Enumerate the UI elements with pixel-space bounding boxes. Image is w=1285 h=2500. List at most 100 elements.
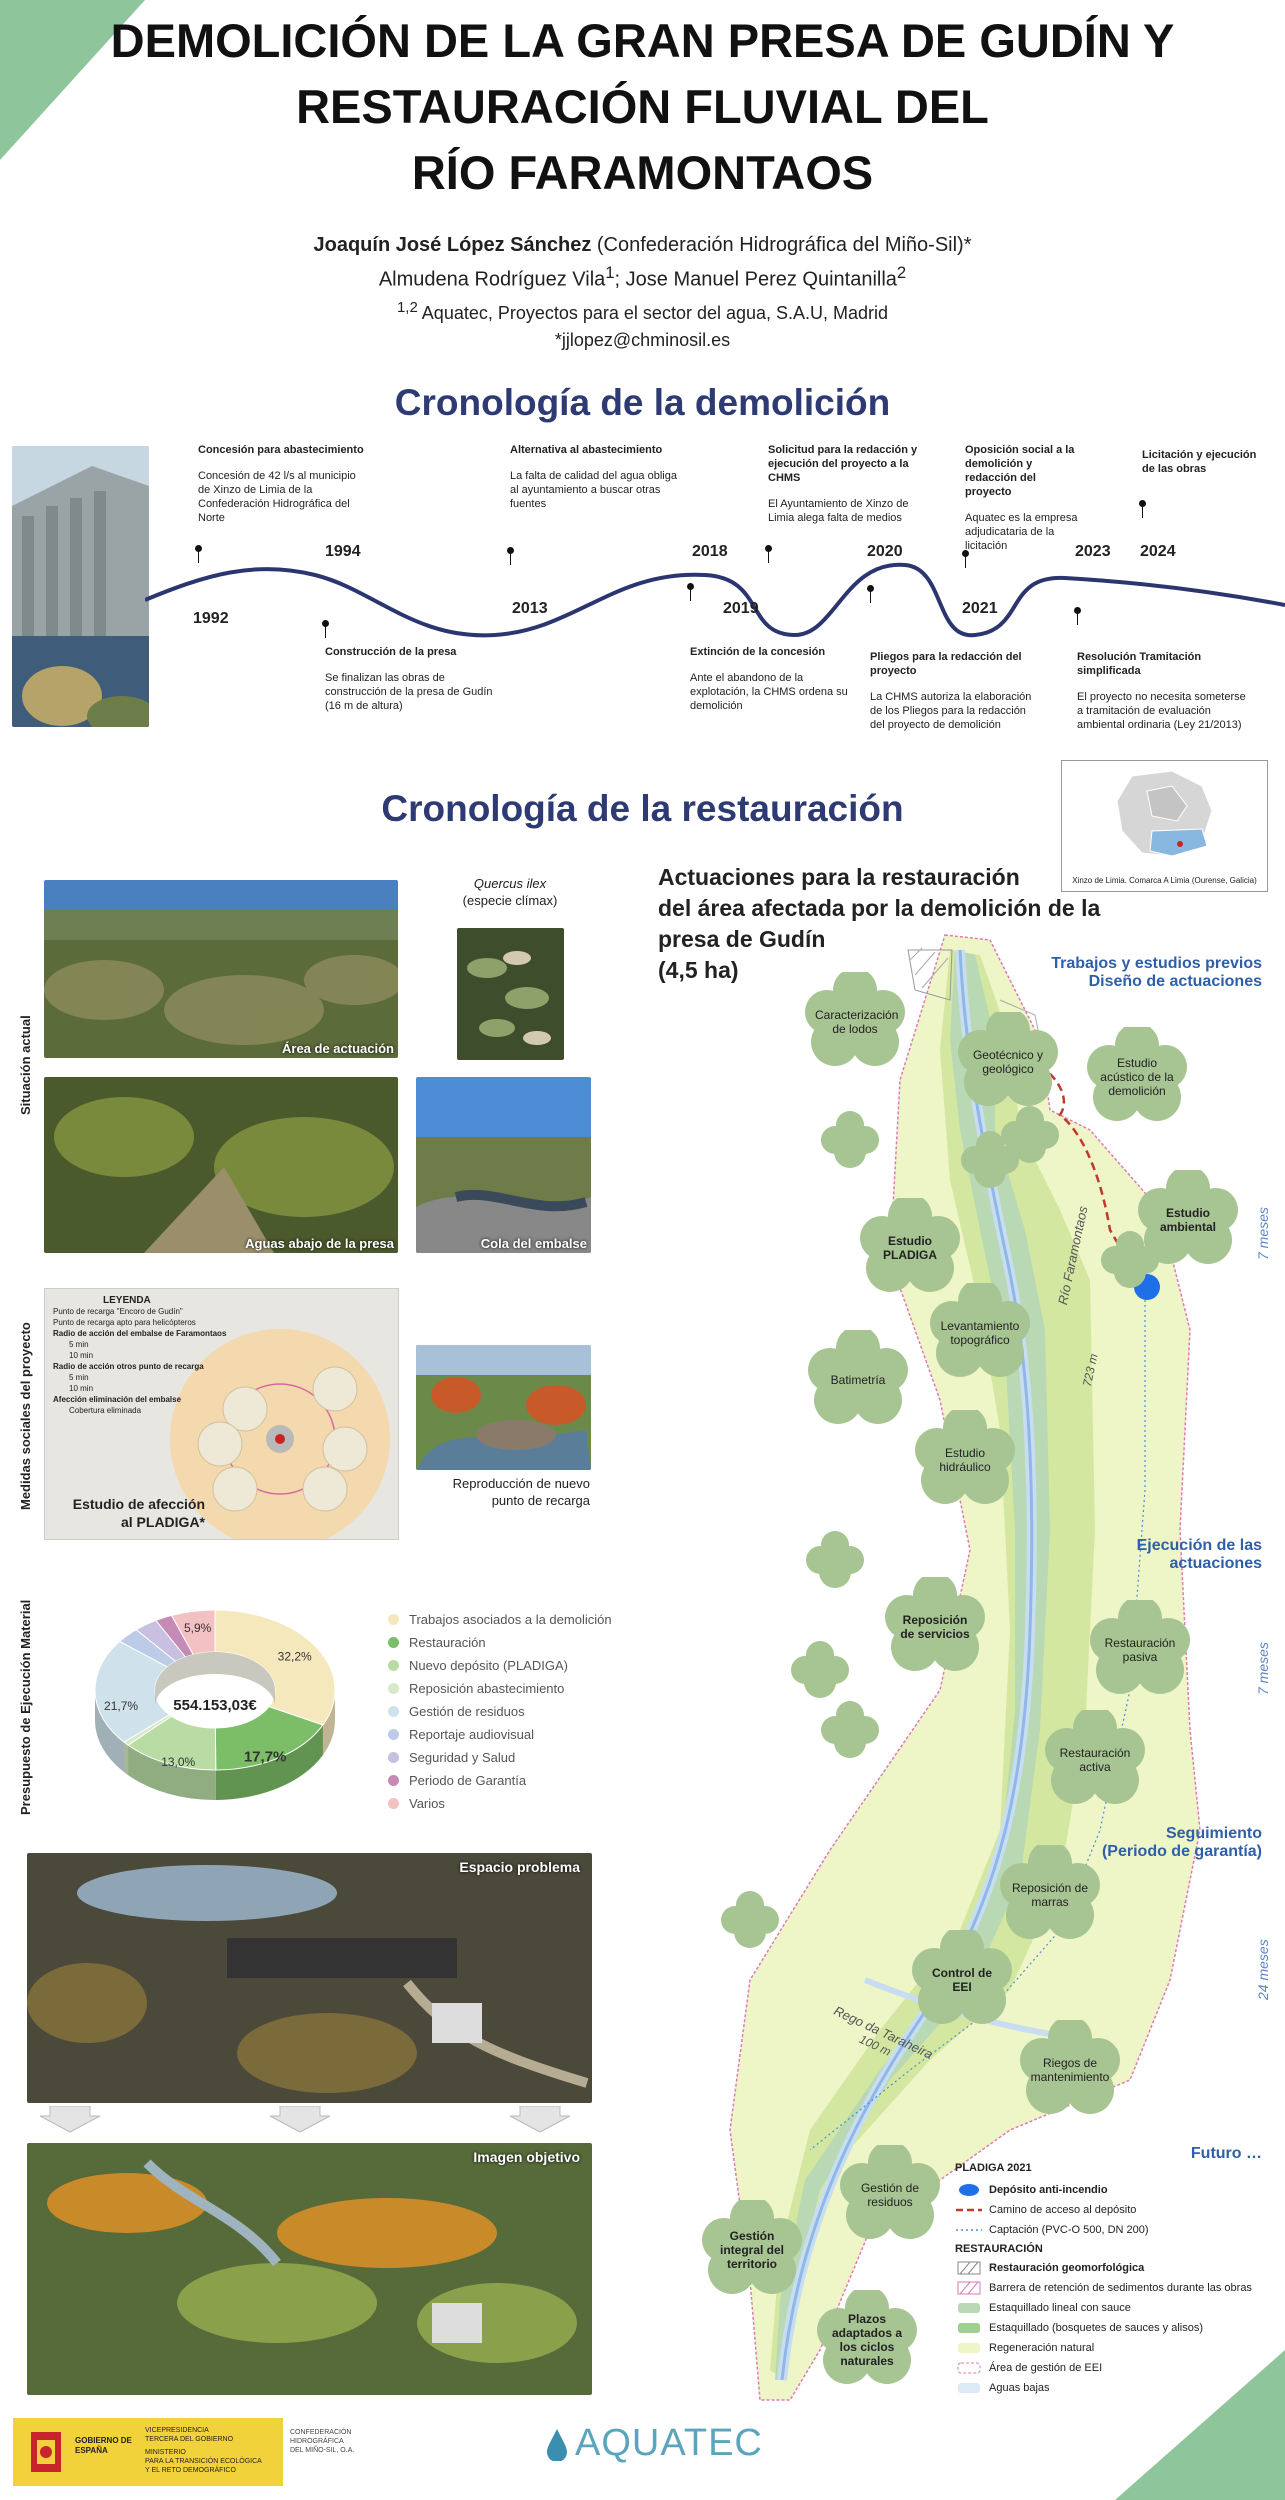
author2-name: Almudena Rodríguez Vila xyxy=(378,268,606,291)
donut-slice-label: 17,7% xyxy=(244,1748,287,1765)
donut-slice-side xyxy=(322,1690,335,1755)
timeline-event: Licitación y ejecución de las obras xyxy=(1142,448,1262,476)
stage-seguimiento-line2: (Periodo de garantía) xyxy=(1101,1843,1262,1860)
tree-cluster-icon xyxy=(821,1111,879,1168)
legend-eei-label: Área de gestión de EEI xyxy=(989,2362,1103,2374)
action-bubble-label: Caracterización de lodos xyxy=(815,1008,899,1036)
tree-cluster-icon xyxy=(721,1891,779,1948)
pladiga-caption: Estudio de afección al PLADIGA* xyxy=(55,1495,205,1531)
author2-sup: 1 xyxy=(605,263,615,282)
tree-cluster-icon xyxy=(806,1531,864,1588)
chms-line: HIDROGRÁFICA xyxy=(290,2438,344,2445)
bubble-shape xyxy=(808,1330,908,1424)
side-label-situacion: Situación actual xyxy=(18,1015,33,1115)
timeline-event-text: Concesión de 42 l/s al municipio de Xinz… xyxy=(198,470,356,524)
timeline-year: 1994 xyxy=(325,543,361,560)
pladiga-legend-item: Radio de acción del embalse de Faramonta… xyxy=(53,1329,227,1338)
legend-swatch xyxy=(388,1752,399,1763)
gov-line: Y EL RETO DEMOGRÁFICO xyxy=(145,2467,236,2474)
action-bubble-label: Gestión de residuos xyxy=(860,2181,920,2209)
photo-aguas-abajo: Aguas abajo de la presa xyxy=(44,1077,398,1253)
recarga-caption-line2: punto de recarga xyxy=(491,1493,590,1508)
timeline-event-text: Se finalizan las obras de construcción d… xyxy=(325,672,493,712)
donut-slice-side xyxy=(123,1742,129,1776)
email[interactable]: *jjlopez@chminosil.es xyxy=(554,329,731,350)
legend-lineal-label: Estaquillado lineal con sauce xyxy=(989,2302,1131,2314)
action-bubble-label: Restauración activa xyxy=(1059,1746,1131,1774)
gov-line: MINISTERIO xyxy=(145,2449,186,2456)
timeline-event: Construcción de la presa Se finalizan las… xyxy=(325,645,495,713)
section-title-restauracion: Cronología de la restauración xyxy=(381,788,904,829)
bubble-shape xyxy=(1020,2020,1120,2114)
duration-seguimiento: 24 meses xyxy=(1255,1939,1271,2000)
stage-seguimiento-line1: Seguimiento xyxy=(1165,1825,1262,1842)
legend-eei: Área de gestión de EEI xyxy=(955,2358,1275,2378)
aquatec-wordmark: AQUATEC xyxy=(575,2422,763,2464)
budget-legend-item: Gestión de residuos xyxy=(388,1700,612,1723)
action-bubble-label: Gestión integral del territorio xyxy=(719,2229,784,2271)
gov-line: TERCERA DEL GOBIERNO xyxy=(145,2436,234,2443)
duration-previos: 7 meses xyxy=(1255,1207,1271,1260)
title-line-1: DEMOLICIÓN DE LA GRAN PRESA DE GUDÍN Y xyxy=(110,14,1175,67)
caption-espacio-problema: Espacio problema xyxy=(459,1859,580,1875)
legend-barrera: Barrera de retención de sedimentos duran… xyxy=(955,2278,1275,2298)
timeline-pin xyxy=(962,550,969,557)
image-espacio-problema: Espacio problema xyxy=(27,1853,592,2103)
timeline-pin-stem xyxy=(768,551,769,563)
bubble-shape xyxy=(702,2200,802,2294)
legend-swatch xyxy=(388,1683,399,1694)
timeline-event-text: El Ayuntamiento de Xinzo de Limia alega … xyxy=(768,498,909,524)
arrows-down xyxy=(40,2106,571,2133)
legend-captacion-label: Captación (PVC-O 500, DN 200) xyxy=(989,2224,1149,2236)
pladiga-legend-item: Afección eliminación del embalse xyxy=(53,1395,182,1404)
timeline-pin xyxy=(1139,500,1146,507)
author3-name: ; Jose Manuel Perez Quintanilla xyxy=(614,268,897,291)
timeline-event-title: Solicitud para la redacción y ejecución … xyxy=(768,444,918,484)
bubble-shape xyxy=(817,2290,917,2384)
action-bubble-label: Geotécnico y geológico xyxy=(972,1048,1044,1076)
budget-legend-item: Periodo de Garantía xyxy=(388,1769,612,1792)
legend-swatch xyxy=(388,1706,399,1717)
legend-regeneracion: Regeneración natural xyxy=(955,2338,1275,2358)
budget-legend-label: Varios xyxy=(409,1796,445,1811)
budget-legend-item: Reportaje audiovisual xyxy=(388,1723,612,1746)
bubble-shape xyxy=(1045,1710,1145,1804)
action-bubble-label: Plazos adaptados a los ciclos naturales xyxy=(831,2312,903,2368)
pladiga-map: LEYENDA Punto de recarga "Encoro de Gudí… xyxy=(44,1288,399,1540)
quercus-name: Quercus ilex xyxy=(473,876,547,891)
action-bubble: Riegos de mantenimiento xyxy=(1020,2020,1120,2120)
timeline-pin-stem xyxy=(965,556,966,568)
bubble-shape xyxy=(805,972,905,1066)
bubble-shape xyxy=(885,1577,985,1671)
donut-slice-label: 21,7% xyxy=(104,1699,138,1713)
pladiga-legend: LEYENDA Punto de recarga "Encoro de Gudí… xyxy=(53,1295,226,1416)
timeline-event-title: Construcción de la presa xyxy=(325,646,457,658)
gobierno-text: GOBIERNO DE ESPAÑA xyxy=(75,2436,132,2455)
donut-slice-side xyxy=(95,1690,124,1773)
timeline-event-title: Oposición social a la demolición y redac… xyxy=(965,444,1075,498)
timeline-event-title: Pliegos para la redacción del proyecto xyxy=(870,651,1022,677)
actions-title-line: (4,5 ha) xyxy=(658,957,739,983)
action-bubble: Levantamiento topográfico xyxy=(930,1283,1030,1383)
section-title-demolicion: Cronología de la demolición xyxy=(394,382,891,423)
budget-legend-label: Seguridad y Salud xyxy=(409,1750,516,1765)
action-bubble-label: Estudio acústico de la demolición xyxy=(1100,1056,1174,1098)
legend-swatch xyxy=(388,1798,399,1809)
timeline-year: 2013 xyxy=(512,600,548,617)
timeline-year: 2023 xyxy=(1075,543,1111,560)
action-bubble-label: Control de EEI xyxy=(932,1966,992,1994)
water-drop-icon xyxy=(547,2428,567,2461)
caption-aguas-abajo: Aguas abajo de la presa xyxy=(245,1236,394,1251)
tree-cluster-icon xyxy=(791,1641,849,1698)
legend-swatch xyxy=(388,1637,399,1648)
budget-legend-label: Restauración xyxy=(409,1635,486,1650)
timeline-year: 2018 xyxy=(692,543,728,560)
action-bubble-label: Levantamiento topográfico xyxy=(940,1319,1020,1347)
action-bubble-label: Restauración pasiva xyxy=(1104,1636,1176,1664)
legend-restauracion-title: RESTAURACIÓN xyxy=(955,2243,1043,2255)
legend-deposito-label: Depósito anti-incendio xyxy=(989,2184,1108,2196)
recarga-caption-line1: Reproducción de nuevo xyxy=(452,1476,590,1491)
